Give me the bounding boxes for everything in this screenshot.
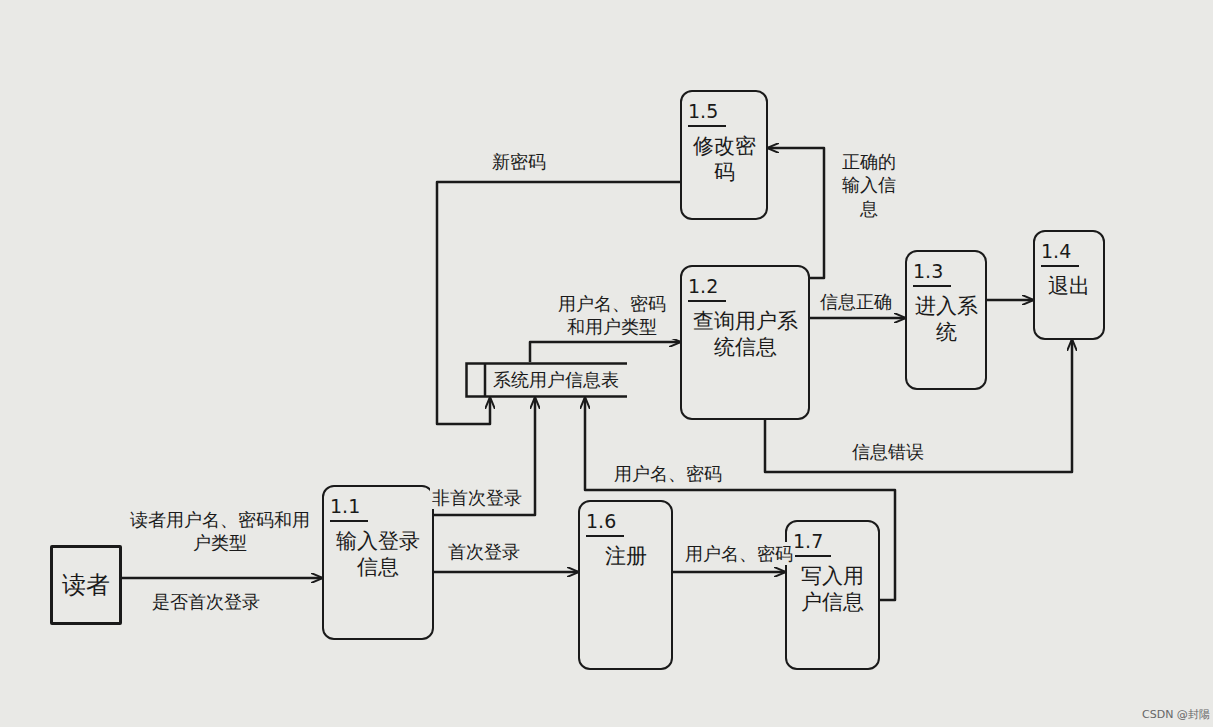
flow-arrow [530, 342, 680, 362]
flow-label: 用户名、密码和用户类型 [548, 292, 676, 339]
external-entity: 读者 [50, 545, 122, 625]
process-box: 1.2 查询用户系统信息 [680, 265, 810, 420]
data-store: 系统用户信息表 [465, 362, 627, 398]
flow-label: 读者用户名、密码和用户类型 [128, 508, 312, 555]
node-text: 输入登录信息 [330, 528, 426, 581]
flow-label: 用户名、密码 [683, 542, 795, 565]
flow-label: 用户名、密码 [612, 462, 724, 485]
flow-label: 是否首次登录 [150, 590, 262, 613]
flow-arrow [987, 299, 1033, 302]
node-text: 进入系统 [913, 293, 979, 346]
flow-label: 首次登录 [446, 540, 522, 563]
flow-arrow [437, 182, 680, 424]
process-number: 1.1 [330, 495, 368, 522]
process-box: 1.4 退出 [1033, 230, 1105, 340]
process-box: 1.6 注册 [578, 500, 673, 670]
process-box: 1.3 进入系统 [905, 250, 987, 390]
process-number: 1.4 [1041, 240, 1079, 267]
process-box: 1.1 输入登录信息 [322, 485, 434, 640]
process-number: 1.2 [688, 275, 726, 302]
flow-arrow [122, 577, 322, 580]
flow-arrow [768, 148, 824, 278]
flow-arrow [673, 571, 785, 574]
process-box: 1.7 写入用户信息 [785, 520, 880, 670]
flow-label: 信息正确 [818, 290, 894, 313]
node-text: 查询用户系统信息 [688, 308, 802, 361]
flow-label: 新密码 [490, 150, 548, 173]
node-text: 系统用户信息表 [493, 369, 619, 392]
node-text: 读者 [62, 570, 110, 600]
process-number: 1.5 [688, 100, 726, 127]
node-text: 注册 [605, 543, 647, 569]
process-number: 1.7 [793, 530, 831, 557]
flow-arrow [434, 571, 578, 574]
flow-arrow [765, 340, 1072, 472]
flow-label: 信息错误 [850, 440, 926, 463]
node-text: 修改密码 [688, 133, 760, 186]
watermark: CSDN @封陽 [1140, 708, 1212, 722]
process-number: 1.6 [586, 510, 624, 537]
flow-arrow [810, 317, 905, 320]
process-number: 1.3 [913, 260, 951, 287]
flow-label: 非首次登录 [430, 486, 524, 509]
process-box: 1.5 修改密码 [680, 90, 768, 220]
flow-label: 正确的输入信息 [834, 150, 904, 220]
node-text: 退出 [1048, 273, 1090, 299]
node-text: 写入用户信息 [793, 563, 872, 616]
